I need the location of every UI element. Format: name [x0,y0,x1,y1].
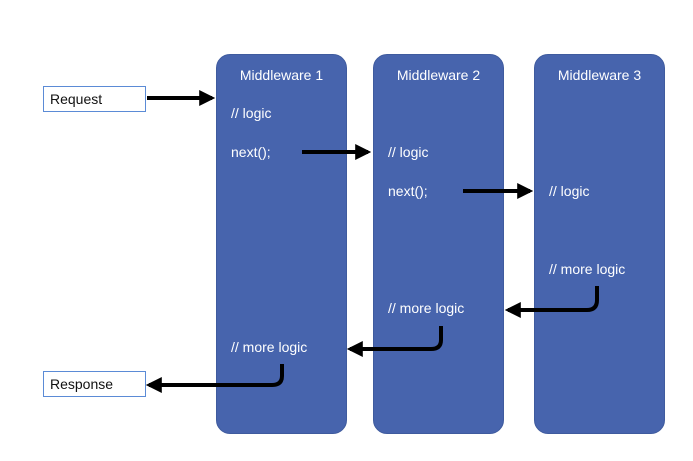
middleware-2-title: Middleware 2 [396,67,481,83]
middleware-2-column: Middleware 2 // logic next(); // more lo… [373,54,504,434]
middleware-3-column: Middleware 3 // logic // more logic [534,54,665,434]
response-box: Response [43,371,146,397]
request-label: Request [50,91,103,107]
middleware-1-column: Middleware 1 // logic next(); // more lo… [216,54,347,434]
middleware-2-logic: // logic [388,144,429,160]
request-box: Request [43,86,146,112]
middleware-3-more-logic: // more logic [549,261,626,277]
middleware-3-title: Middleware 3 [557,67,642,83]
middleware-1-logic: // logic [231,105,272,121]
middleware-1-next: next(); [231,144,271,160]
middleware-1-more-logic: // more logic [231,339,308,355]
middleware-2-more-logic: // more logic [388,300,465,316]
middleware-3-logic: // logic [549,183,590,199]
response-label: Response [50,376,114,392]
middleware-2-next: next(); [388,183,428,199]
middleware-1-title: Middleware 1 [239,67,324,83]
